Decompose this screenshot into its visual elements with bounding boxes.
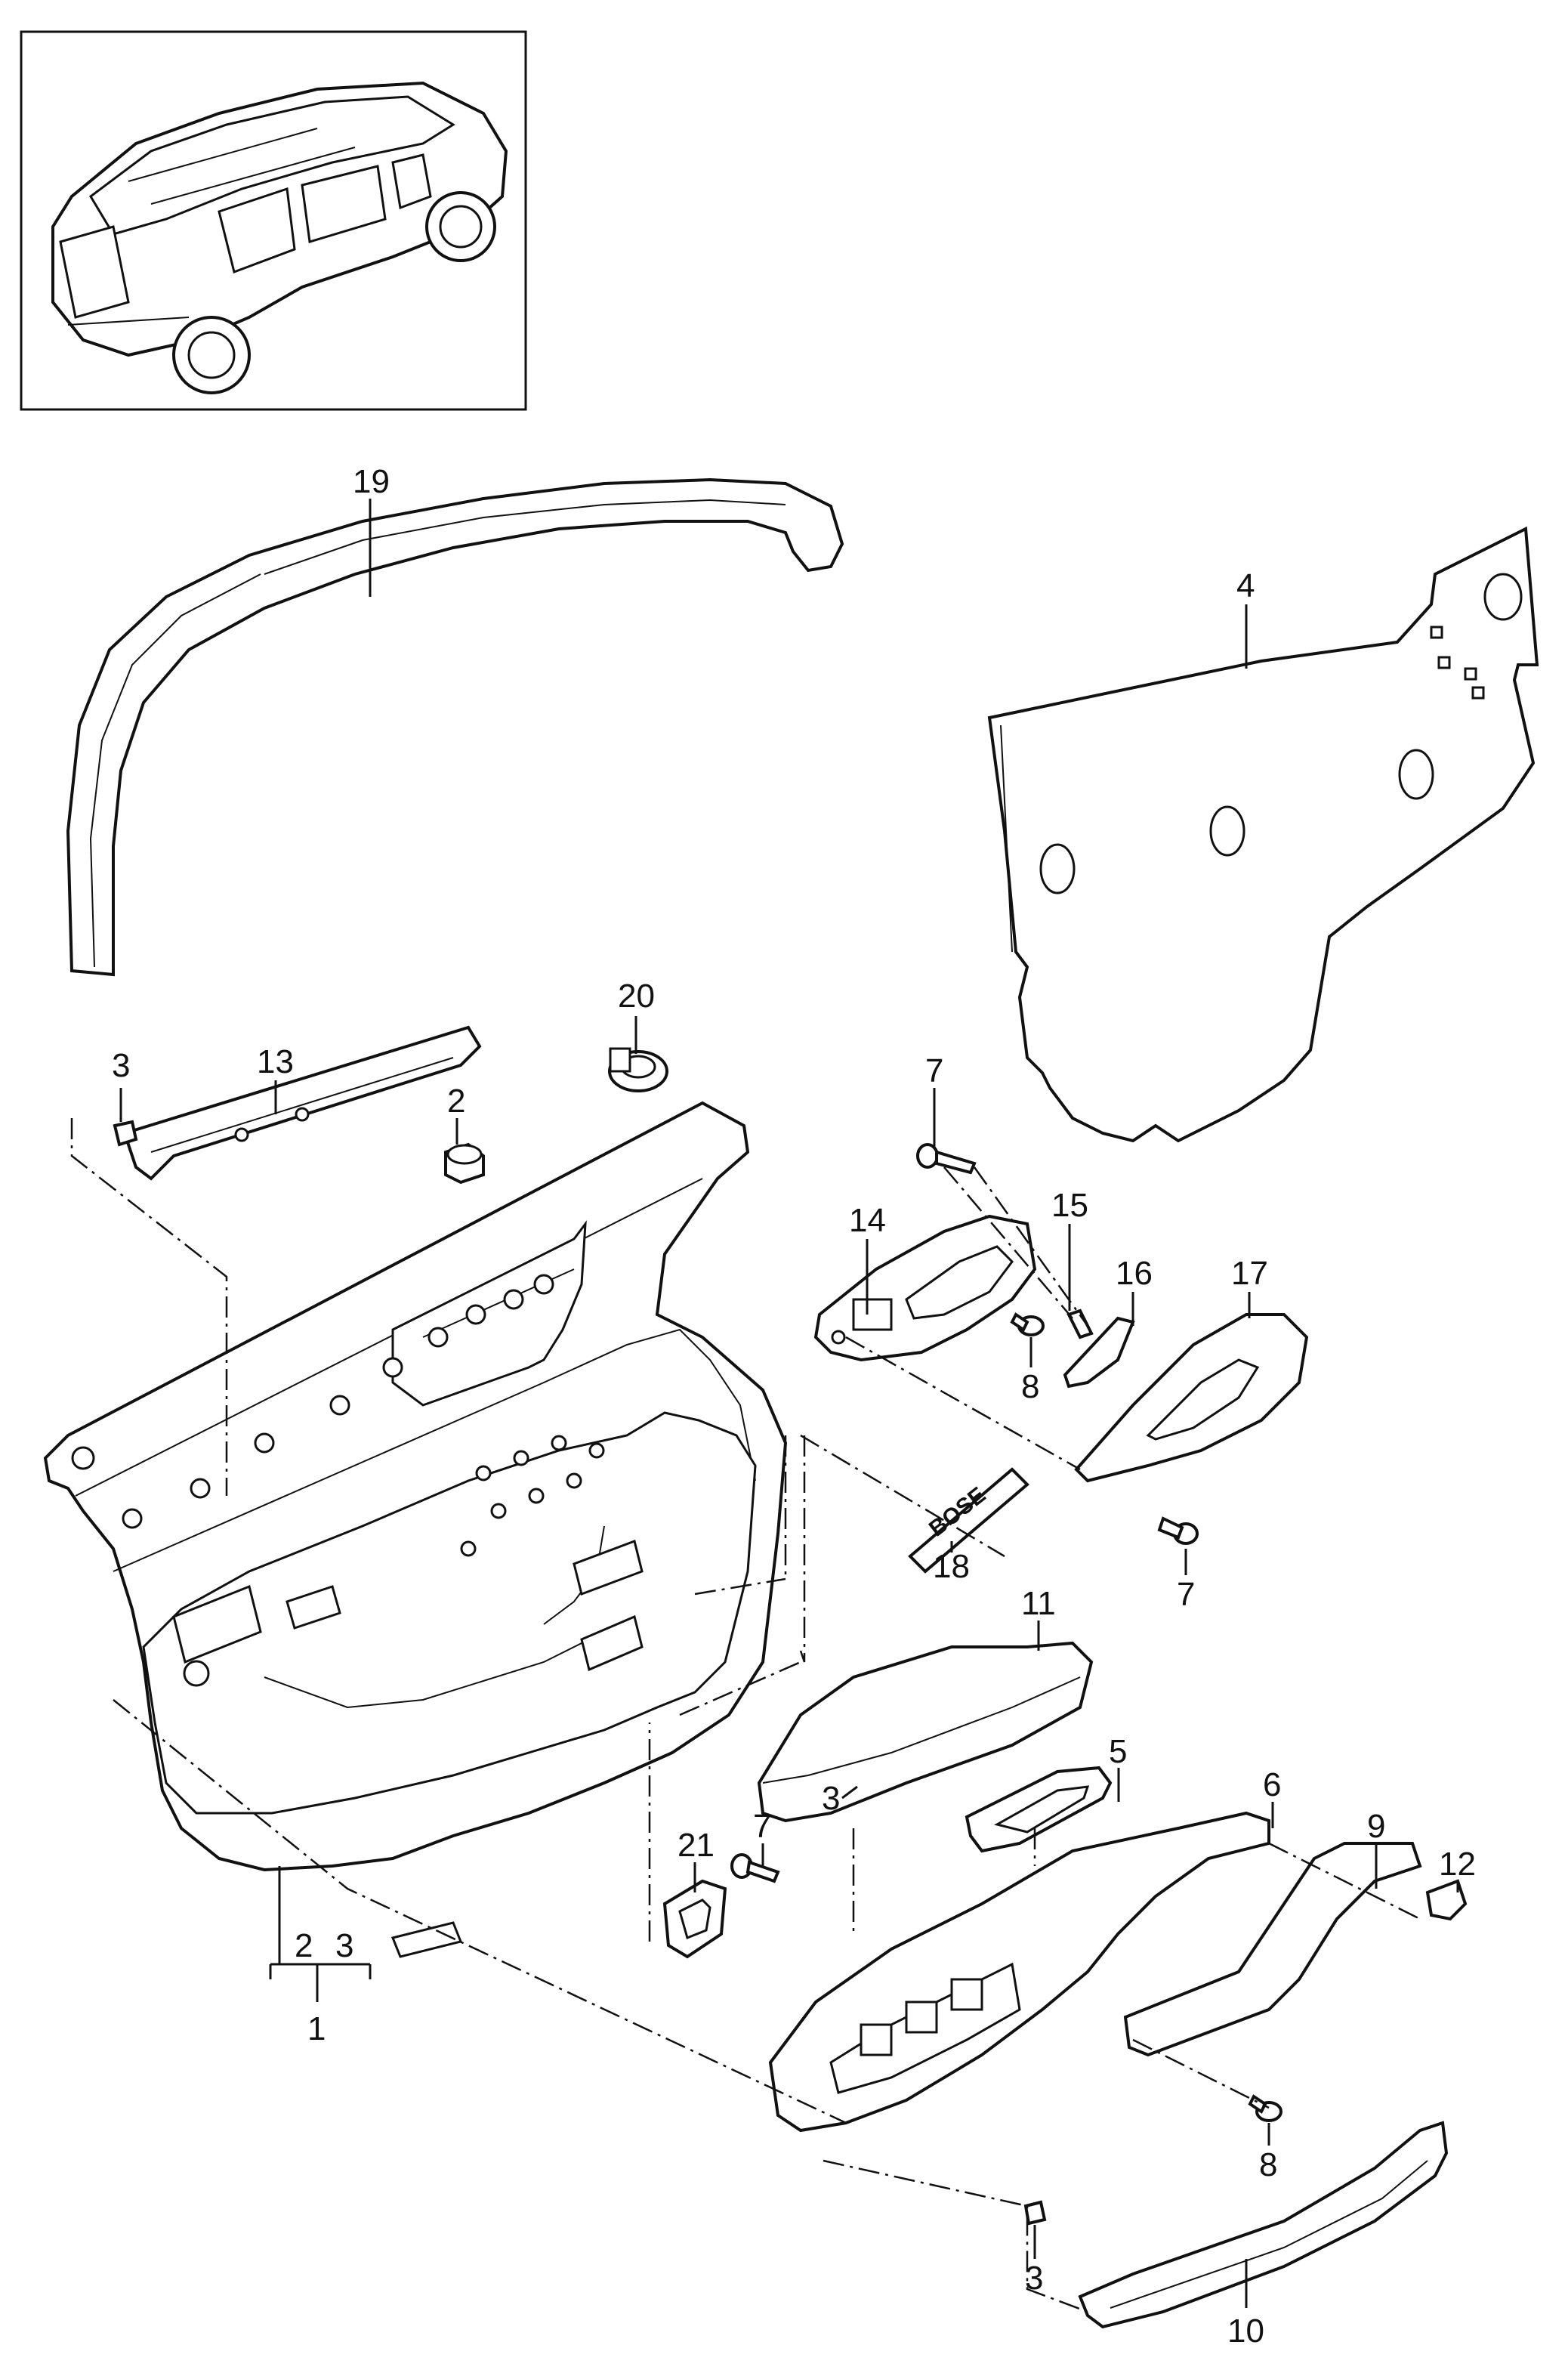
- vehicle-inset: [20, 30, 527, 411]
- callout-3-upper-left: 3: [112, 1047, 130, 1084]
- callout-10: 10: [1227, 2313, 1264, 2350]
- part-12-end-cap: [1425, 1879, 1468, 1921]
- callout-4: 4: [1236, 567, 1255, 604]
- callout-12: 12: [1439, 1846, 1476, 1883]
- part-14-inner-handle-bracket: [813, 1214, 1037, 1362]
- part-11-armrest-pad: [757, 1641, 1094, 1823]
- callout-2-sub: 2: [295, 1927, 313, 1964]
- callout-9: 9: [1367, 1808, 1385, 1845]
- part-13-trim-strip: [122, 1025, 482, 1181]
- callout-3-sub: 3: [335, 1927, 353, 1964]
- callout-13: 13: [257, 1043, 294, 1080]
- part-7-screw-upper: [916, 1143, 977, 1175]
- callout-17: 17: [1231, 1255, 1268, 1292]
- callout-18: 18: [933, 1548, 970, 1585]
- callout-3-middle: 3: [822, 1780, 840, 1817]
- part-7-screw-lower: [730, 1853, 780, 1883]
- callout-16: 16: [1116, 1255, 1153, 1292]
- part-3-clip-upper-left: [113, 1120, 138, 1147]
- part-8-screw-lower: [1248, 2094, 1282, 2122]
- part-6-armrest-carrier: [768, 1811, 1270, 2133]
- callout-19: 19: [353, 463, 390, 500]
- callout-3-lower: 3: [1025, 2260, 1043, 2297]
- part-1-door-panel: [43, 1101, 788, 1958]
- part-19-window-frame-trim: [66, 477, 844, 977]
- part-5-switch-bezel: [965, 1766, 1113, 1853]
- callout-20: 20: [618, 978, 655, 1015]
- callout-7-lower: 7: [753, 1808, 771, 1845]
- part-3-clip-lower: [1023, 2200, 1047, 2226]
- leader-lines: [119, 499, 1459, 2308]
- callout-labels: 19 4 20 3 13 2 7 15 14 16 17 8 18 7 11 5…: [112, 463, 1476, 2350]
- callout-21: 21: [678, 1827, 715, 1864]
- callout-1: 1: [307, 2010, 326, 2047]
- callout-5: 5: [1109, 1733, 1127, 1770]
- part-8-screw-upper: [1010, 1312, 1045, 1336]
- callout-8-lower: 8: [1259, 2146, 1277, 2183]
- part-4-insulation-panel: [987, 526, 1539, 1143]
- callout-14: 14: [849, 1202, 886, 1239]
- part-17-handle-cover: [1074, 1313, 1309, 1483]
- part-9-pull-handle: [1123, 1842, 1422, 2057]
- callout-7-upper: 7: [925, 1052, 943, 1089]
- callout-7-right: 7: [1177, 1576, 1195, 1613]
- callout-15: 15: [1051, 1187, 1088, 1224]
- part-21-bezel: [662, 1879, 727, 1959]
- part-10-lower-trim-strip: [1078, 2121, 1449, 2329]
- callout-2-clip: 2: [447, 1083, 465, 1120]
- part-15-pin: [1066, 1308, 1094, 1339]
- callout-6: 6: [1263, 1766, 1281, 1803]
- part-7-screw-right: [1157, 1516, 1199, 1545]
- assembly-lines: [70, 1118, 1421, 2313]
- part-16-handle-trim: [1063, 1316, 1135, 1389]
- callout-8-upper: 8: [1021, 1368, 1039, 1405]
- part-2-clip: [444, 1142, 485, 1185]
- part-20-clip: [608, 1047, 668, 1092]
- callout-11: 11: [1021, 1585, 1056, 1622]
